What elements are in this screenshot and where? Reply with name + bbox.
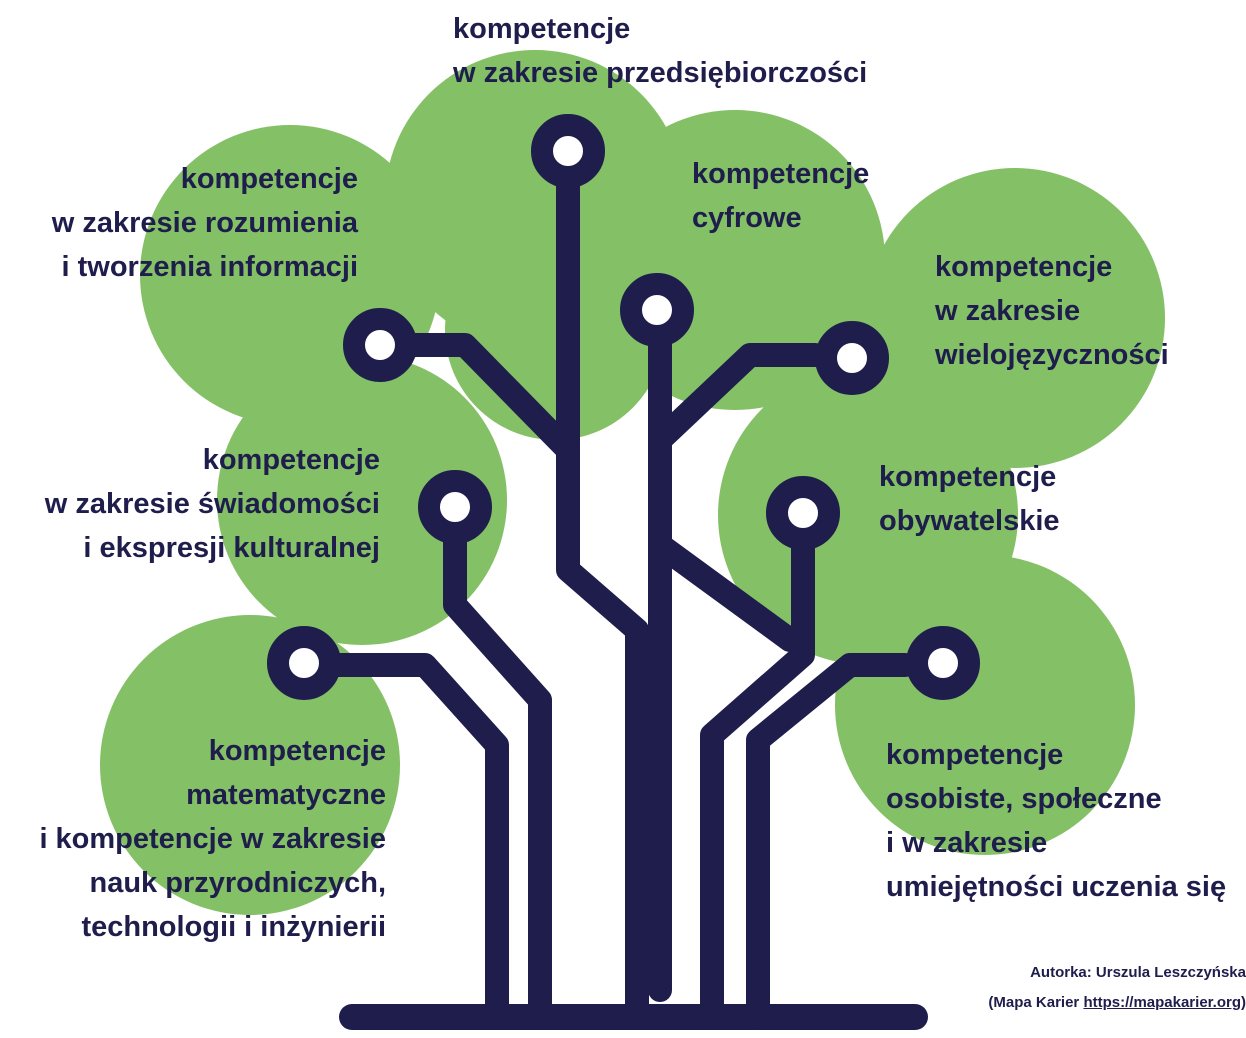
node-ring-multilingual [815, 321, 889, 395]
label-line: wielojęzyczności [935, 339, 1169, 371]
node-ring-entrepreneurship [531, 114, 605, 188]
label-line: kompetencje [453, 13, 631, 45]
circuit-nodes [267, 114, 980, 700]
node-ring-digital [620, 273, 694, 347]
label-line: i ekspresji kulturalnej [83, 532, 380, 564]
tree-circuit [323, 163, 928, 1030]
label-citizenship-competence: kompetencje obywatelskie [879, 455, 1060, 543]
label-line: kompetencje [935, 251, 1113, 283]
node-ring-citizenship [766, 476, 840, 550]
trace-entrepreneurship [556, 163, 649, 1029]
label-line: nauk przyrodniczych, [89, 867, 386, 899]
node-ring-cultural [418, 470, 492, 544]
trace-math-science [323, 653, 509, 1029]
trace-cultural [443, 528, 552, 1029]
label-line: kompetencje [879, 461, 1057, 493]
trace-citizenship [648, 533, 802, 652]
label-literacy-competence: kompetencje w zakresie rozumienia i twor… [52, 157, 358, 289]
label-line: i tworzenia informacji [61, 251, 359, 283]
label-line: i w zakresie [886, 827, 1048, 859]
label-line: kompetencje [180, 163, 358, 195]
author-name: Autorka: Urszula Leszczyńska [1030, 964, 1246, 981]
node-ring-literacy [343, 308, 417, 382]
source-line: (Mapa Karier https://mapakarier.org) [926, 988, 1246, 1018]
label-entrepreneurship-competence: kompetencje w zakresie przedsiębiorczośc… [453, 7, 867, 95]
label-line: kompetencje [692, 158, 870, 190]
source-link[interactable]: https://mapakarier.org [1083, 994, 1241, 1011]
trace-multilingual [648, 343, 827, 452]
label-line: osobiste, społeczne [886, 783, 1162, 815]
source-prefix: (Mapa Karier [988, 994, 1084, 1011]
trace-personal-social [746, 653, 917, 1029]
label-line: umiejętności uczenia się [886, 871, 1227, 903]
label-personal-social-competence: kompetencje osobiste, społeczne i w zakr… [886, 733, 1226, 909]
label-math-science-competence: kompetencje matematyczne i kompetencje w… [39, 729, 386, 949]
label-line: kompetencje [886, 739, 1064, 771]
label-line: technologii i inżynierii [81, 911, 386, 943]
label-line: kompetencje [202, 444, 380, 476]
source-suffix: ) [1241, 994, 1246, 1011]
label-line: obywatelskie [879, 505, 1060, 537]
label-multilingual-competence: kompetencje w zakresie wielojęzyczności [935, 245, 1169, 377]
node-ring-math-science [267, 626, 341, 700]
foliage-blob [835, 555, 1135, 855]
label-line: w zakresie przedsiębiorczości [453, 57, 868, 89]
label-line: kompetencje [208, 735, 386, 767]
trace-literacy [400, 333, 580, 462]
node-ring-personal-social [906, 626, 980, 700]
label-line: matematyczne [186, 779, 386, 811]
author-credit: Autorka: Urszula Leszczyńska (Mapa Karie… [926, 958, 1246, 1018]
label-line: cyfrowe [692, 202, 802, 234]
label-line: w zakresie [935, 295, 1081, 327]
label-digital-competence: kompetencje cyfrowe [692, 152, 869, 240]
trace-civic [700, 536, 815, 1029]
label-line: w zakresie świadomości [44, 488, 380, 520]
label-line: w zakresie rozumienia [51, 207, 358, 239]
label-line: i kompetencje w zakresie [39, 823, 386, 855]
label-cultural-competence: kompetencje w zakresie świadomości i eks… [45, 438, 380, 570]
foliage-blob [217, 355, 507, 645]
